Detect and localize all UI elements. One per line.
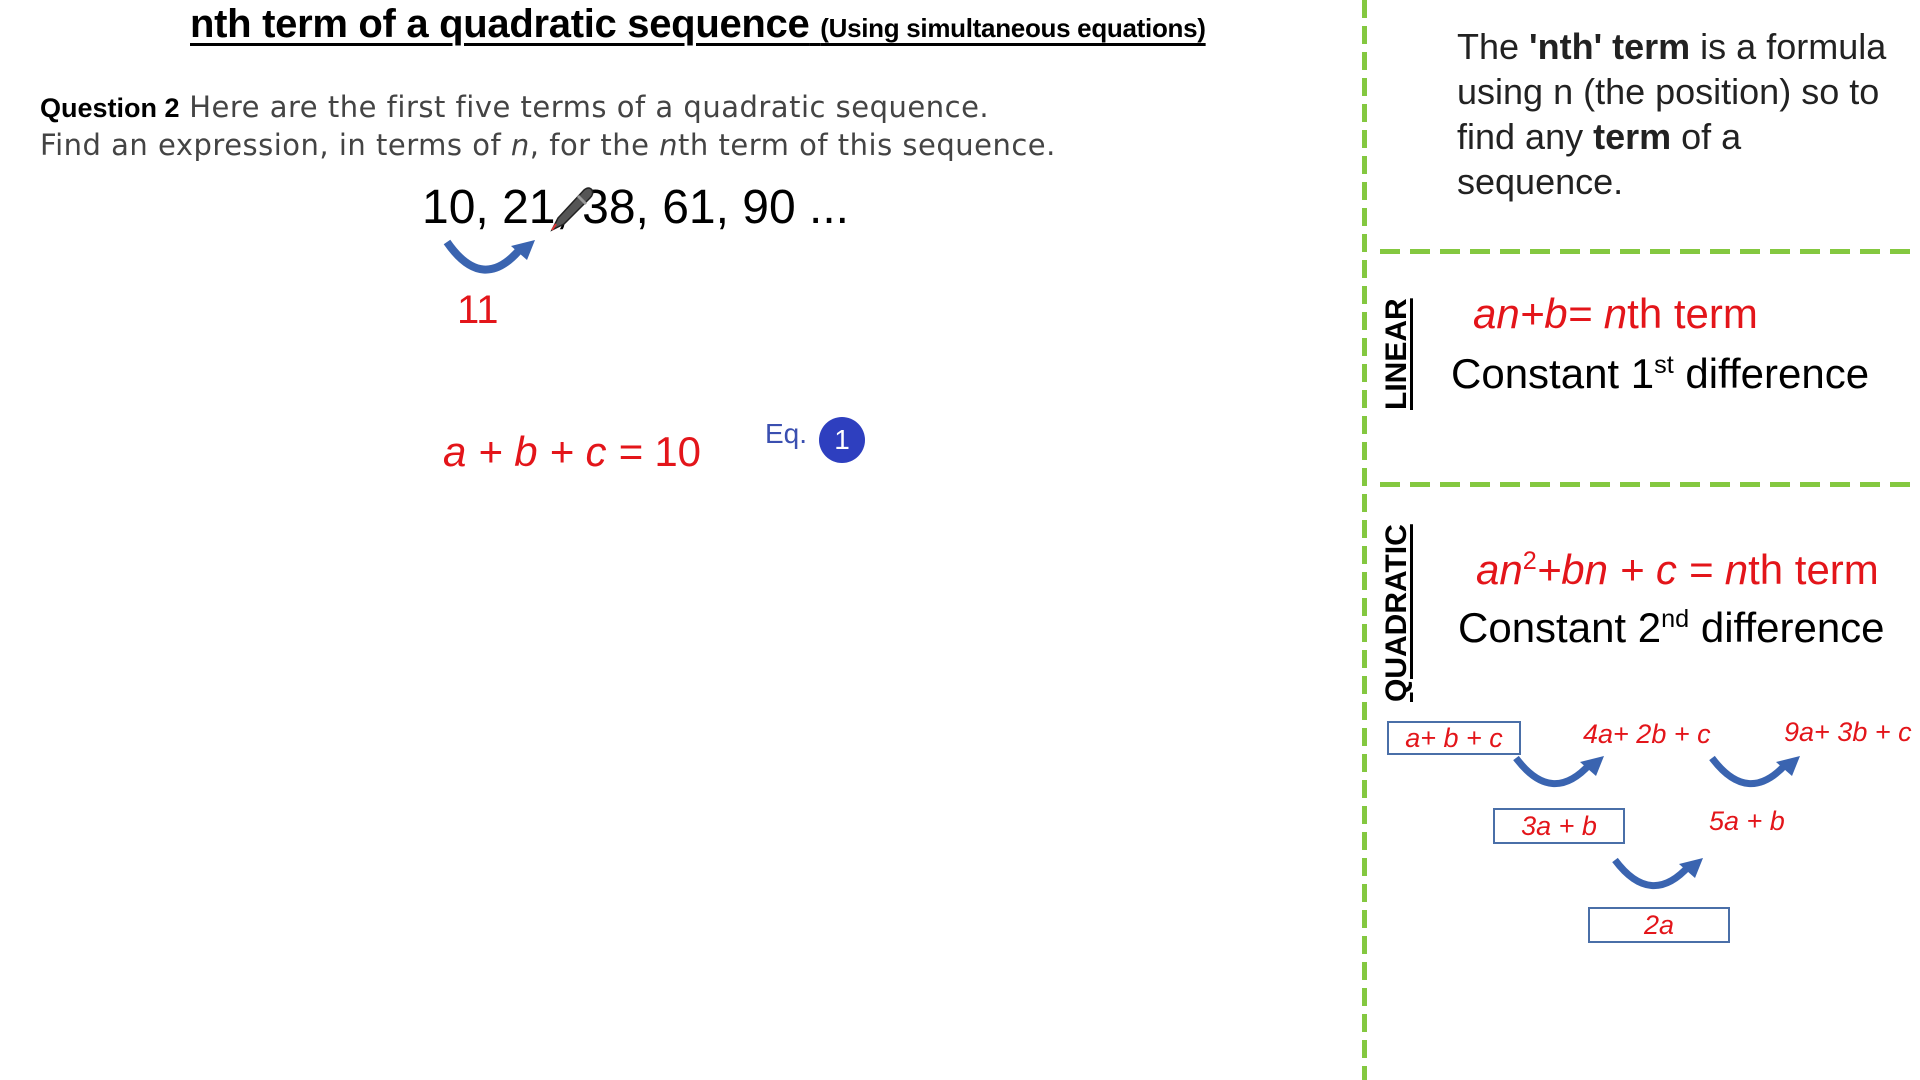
first-difference-2: 5a + b: [1709, 806, 1785, 836]
linear-formula-rest: th term: [1627, 290, 1758, 337]
quad-formula-n: n: [1724, 546, 1749, 593]
pen-cursor-icon: [550, 187, 594, 232]
equation-1: a + b + c = 10: [443, 428, 701, 476]
vertical-divider: [1362, 0, 1367, 1080]
def-part-3: term: [1593, 116, 1672, 157]
eq-number-badge: 1: [819, 417, 865, 463]
equation-1-value: 10: [654, 428, 702, 475]
quad-formula-b: +bn + c =: [1536, 546, 1725, 593]
curved-arrow-icon: [1513, 755, 1604, 788]
horizontal-divider-1: [1380, 249, 1920, 254]
term-2: 4a+ 2b + c: [1583, 719, 1711, 749]
term-1-box: a+ b + c: [1387, 721, 1521, 755]
question-label: Question 2: [40, 93, 180, 123]
sequence-terms: 10, 21, 38, 61, 90 ...: [422, 181, 849, 234]
q2-pre: Find an expression, in terms of: [40, 128, 511, 162]
curved-arrow-icon: [443, 239, 535, 274]
def-part-1: 'nth' term: [1529, 26, 1691, 67]
linear-formula-n: n: [1592, 290, 1628, 337]
term-3: 9a+ 3b + c: [1784, 717, 1912, 747]
question-text-1: Here are the first five terms of a quadr…: [189, 90, 990, 124]
page-title: nth term of a quadratic sequence (Using …: [190, 2, 1206, 47]
quad-formula-sup: 2: [1522, 547, 1537, 575]
question-line-2: Find an expression, in terms of n, for t…: [40, 128, 1056, 162]
linear-label: LINEAR: [1380, 298, 1413, 410]
linear-constant-difference: Constant 1st difference: [1451, 350, 1869, 398]
quadratic-formula: an2+bn + c = nth term: [1476, 546, 1879, 594]
nth-term-definition: The 'nth' term is a formula using n (the…: [1457, 24, 1917, 204]
title-main: nth term of a quadratic sequence: [190, 2, 810, 46]
curved-arrow-icon: [1612, 857, 1703, 890]
linear-formula: an+b= nth term: [1473, 290, 1758, 338]
quad-formula-rest: th term: [1748, 546, 1879, 593]
curved-arrow-icon: [1709, 755, 1800, 788]
second-difference-box: 2a: [1588, 907, 1730, 943]
title-subtitle: (Using simultaneous equations): [820, 13, 1206, 43]
linear-formula-part: an+b=: [1473, 290, 1593, 337]
q2-var: n: [510, 128, 530, 162]
def-part-2: is a formula using n (the position) so t…: [1457, 26, 1887, 157]
first-difference: 11: [457, 288, 499, 332]
q2-mid: , for the: [529, 128, 660, 162]
quad-constant-tail: difference: [1689, 604, 1885, 651]
first-difference-1-box: 3a + b: [1493, 808, 1625, 844]
horizontal-divider-2: [1380, 482, 1920, 487]
quad-constant-text: Constant 2: [1458, 604, 1662, 651]
equation-1-lhs: a + b + c =: [443, 428, 655, 475]
quad-constant-sup: nd: [1661, 605, 1690, 633]
question-line-1: Question 2 Here are the first five terms…: [40, 90, 989, 124]
quadratic-label: QUADRATIC: [1380, 524, 1413, 702]
q2-var2: n: [659, 128, 679, 162]
linear-constant-sup: st: [1654, 351, 1674, 379]
def-part-0: The: [1457, 26, 1530, 67]
def-part-4: of a sequence.: [1457, 116, 1742, 202]
quad-formula-a: an: [1476, 546, 1523, 593]
quadratic-constant-difference: Constant 2nd difference: [1458, 604, 1885, 652]
eq-label: Eq.: [765, 418, 808, 449]
linear-constant-tail: difference: [1673, 350, 1870, 397]
linear-constant-text: Constant 1: [1451, 350, 1655, 397]
q2-post: th term of this sequence.: [678, 128, 1056, 162]
